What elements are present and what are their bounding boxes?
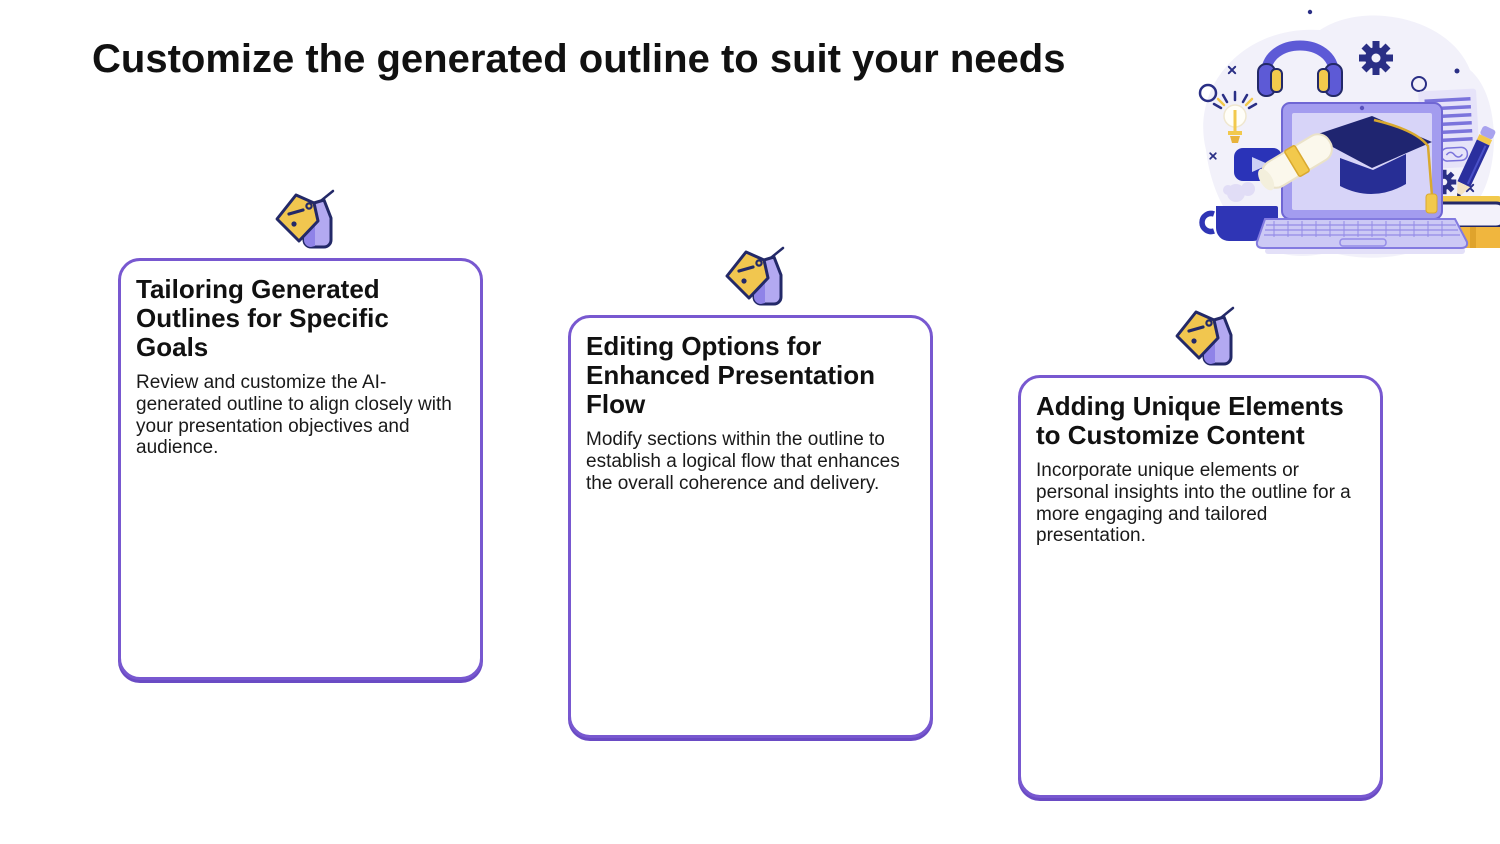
card-title: Editing Options for Enhanced Presentatio… <box>586 331 875 420</box>
card-unique-elements: Adding Unique Elements to Customize Cont… <box>1018 306 1383 798</box>
price-tag-icon <box>1167 306 1237 370</box>
diploma-scroll-icon <box>1258 133 1333 191</box>
slide-title: Customize the generated outline to suit … <box>92 37 1066 81</box>
card-title: Adding Unique Elements to Customize Cont… <box>1036 391 1344 451</box>
card-body: Modify sections within the outline to es… <box>586 429 900 494</box>
circle-doodle <box>1198 83 1218 103</box>
elearning-illustration <box>1170 0 1500 275</box>
headphones-icon <box>1257 40 1343 97</box>
pencil-icon <box>1457 126 1496 199</box>
coffee-mug-icon <box>1199 182 1278 241</box>
dot-doodle <box>1307 9 1313 15</box>
gear-icon <box>1359 41 1393 75</box>
circle-doodle <box>1411 76 1427 92</box>
price-tag-icon <box>717 246 787 310</box>
card-editing-options: Editing Options for Enhanced Presentatio… <box>568 246 933 738</box>
lightbulb-icon <box>1212 90 1258 143</box>
card-body: Incorporate unique elements or personal … <box>1036 460 1351 547</box>
card-body: Review and customize the AI-generated ou… <box>136 372 452 459</box>
card-title: Tailoring Generated Outlines for Specifi… <box>136 274 389 363</box>
price-tag-icon <box>267 189 337 253</box>
elearning-illustration-svg <box>1198 9 1500 258</box>
graduation-cap-icon <box>1312 116 1438 214</box>
card-tailoring-outlines: Tailoring Generated Outlines for Specifi… <box>118 189 483 680</box>
laptop-keyboard <box>1255 218 1469 254</box>
laptop-icon <box>1255 102 1469 254</box>
dot-doodle <box>1454 68 1460 74</box>
